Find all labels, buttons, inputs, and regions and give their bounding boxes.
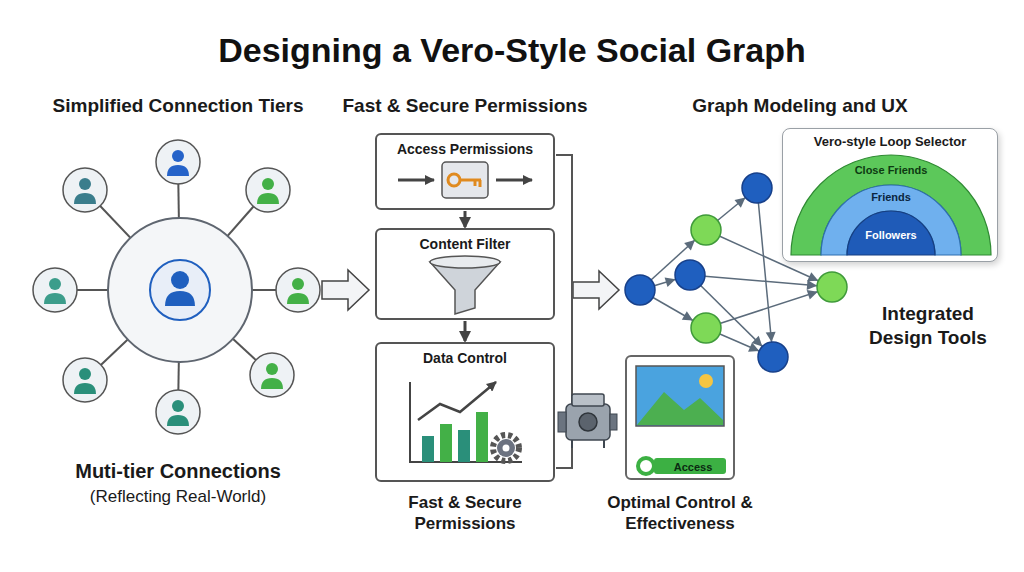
- selector-panel: Vero-style Loop SelectorClose FriendsFri…: [782, 128, 998, 262]
- flow-connector: [464, 211, 467, 227]
- hub-circle: [108, 218, 252, 362]
- hub-spokes: [55, 162, 298, 412]
- band-label: Close Friends: [791, 155, 991, 177]
- key-icon: [638, 458, 726, 474]
- column-heading: Fast & Secure Permissions: [340, 94, 590, 118]
- panel-title: Vero-style Loop Selector: [783, 129, 997, 150]
- process-box: Data Control: [375, 342, 555, 482]
- access-icon: [398, 162, 532, 198]
- box-title: Data Control: [377, 344, 553, 367]
- tier-band: Followers: [847, 211, 935, 255]
- person-icons: [33, 140, 320, 434]
- band-label: Followers: [847, 211, 935, 242]
- process-box: Content Filter: [375, 228, 555, 320]
- column-heading: Graph Modeling and UX: [655, 94, 945, 118]
- engine-icon: [558, 394, 617, 448]
- funnel-icon: [430, 256, 500, 314]
- band-fill: [791, 155, 991, 255]
- key-label: Access: [660, 459, 726, 475]
- title: Designing a Vero-Style Social Graph: [62, 30, 962, 70]
- band-label: Friends: [821, 185, 961, 204]
- process-box: Access Permissions: [375, 133, 555, 210]
- caption-note: (Reflecting Real-World): [18, 486, 338, 507]
- box-title: Access Permissions: [377, 135, 553, 158]
- image-icon: [636, 366, 724, 426]
- box-title: Content Filter: [377, 230, 553, 253]
- band-fill: [847, 211, 935, 255]
- chart-icon: [410, 382, 522, 462]
- caption-heading: Fast & Secure Permissions: [378, 492, 553, 534]
- band-fill: [821, 185, 961, 255]
- image-card: Access: [625, 355, 735, 480]
- caption-heading: Muti-tier Connections: [18, 459, 338, 484]
- flow-connector: [464, 321, 467, 341]
- side-label: Integrated Design Tools: [853, 302, 1003, 350]
- caption-heading: Optimal Control & Effectiveness: [600, 492, 760, 534]
- column-heading: Simplified Connection Tiers: [13, 94, 343, 118]
